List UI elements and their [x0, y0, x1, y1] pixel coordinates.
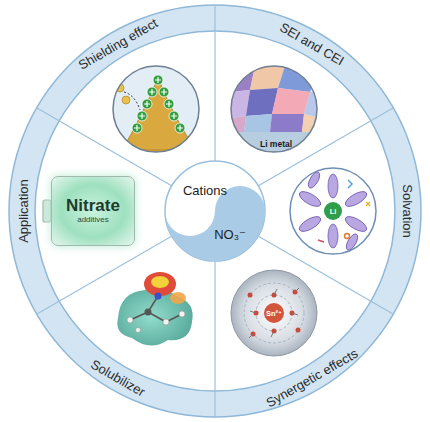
- ion-label: Li: [330, 207, 337, 216]
- ion-label: Sn²⁺: [266, 309, 282, 318]
- material-label: Li metal: [260, 139, 292, 149]
- yin-yang-half: Cations: [183, 183, 227, 198]
- ring-sector-label: Application: [16, 179, 31, 243]
- node-text: Application: [16, 179, 31, 243]
- node-text: Solvation: [400, 184, 415, 237]
- node-text: Nitrate: [66, 197, 120, 216]
- battery-box: Nitrateadditives: [51, 176, 135, 246]
- node-text: additives: [77, 216, 109, 225]
- node-text: Cations: [183, 183, 227, 198]
- yin-yang-half: NO₃⁻: [214, 227, 246, 242]
- node-text: NO₃⁻: [214, 227, 246, 242]
- ring-sector-label: Solvation: [400, 184, 415, 237]
